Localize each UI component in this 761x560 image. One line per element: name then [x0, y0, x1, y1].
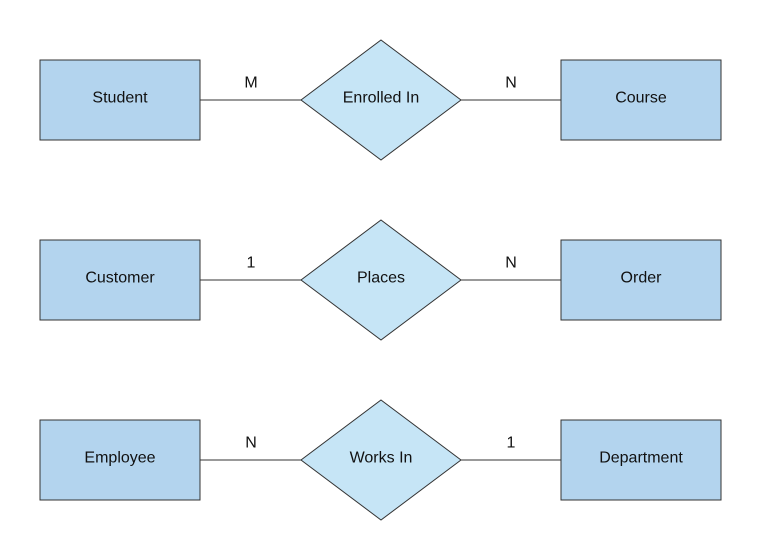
relationship-diamond — [300, 399, 462, 521]
cardinality-right: 1 — [507, 435, 516, 452]
relationship-row-0: Student Enrolled In Course M N — [39, 39, 722, 161]
relationship-row-1: Customer Places Order 1 N — [39, 219, 722, 341]
cardinality-left: 1 — [247, 255, 256, 272]
relationship-diamond — [300, 39, 462, 161]
entity-label-right: Order — [621, 270, 663, 287]
entity-label-right: Department — [599, 450, 683, 467]
relationship-diamond — [300, 219, 462, 341]
entity-box-right — [560, 59, 722, 141]
entity-label-left: Employee — [84, 450, 155, 467]
entity-box-right — [560, 239, 722, 321]
cardinality-left: M — [244, 75, 257, 92]
entity-box-left — [39, 419, 201, 501]
cardinality-right: N — [505, 75, 517, 92]
relationship-label: Works In — [350, 450, 413, 467]
relationship-label: Places — [357, 270, 405, 287]
entity-label-right: Course — [615, 90, 667, 107]
entity-label-left: Student — [92, 90, 148, 107]
entity-box-left — [39, 239, 201, 321]
relationship-row-2: Employee Works In Department N 1 — [39, 399, 722, 521]
cardinality-right: N — [505, 255, 517, 272]
cardinality-left: N — [245, 435, 257, 452]
entity-box-right — [560, 419, 722, 501]
entity-box-left — [39, 59, 201, 141]
relationship-label: Enrolled In — [343, 90, 420, 107]
entity-label-left: Customer — [85, 270, 155, 287]
